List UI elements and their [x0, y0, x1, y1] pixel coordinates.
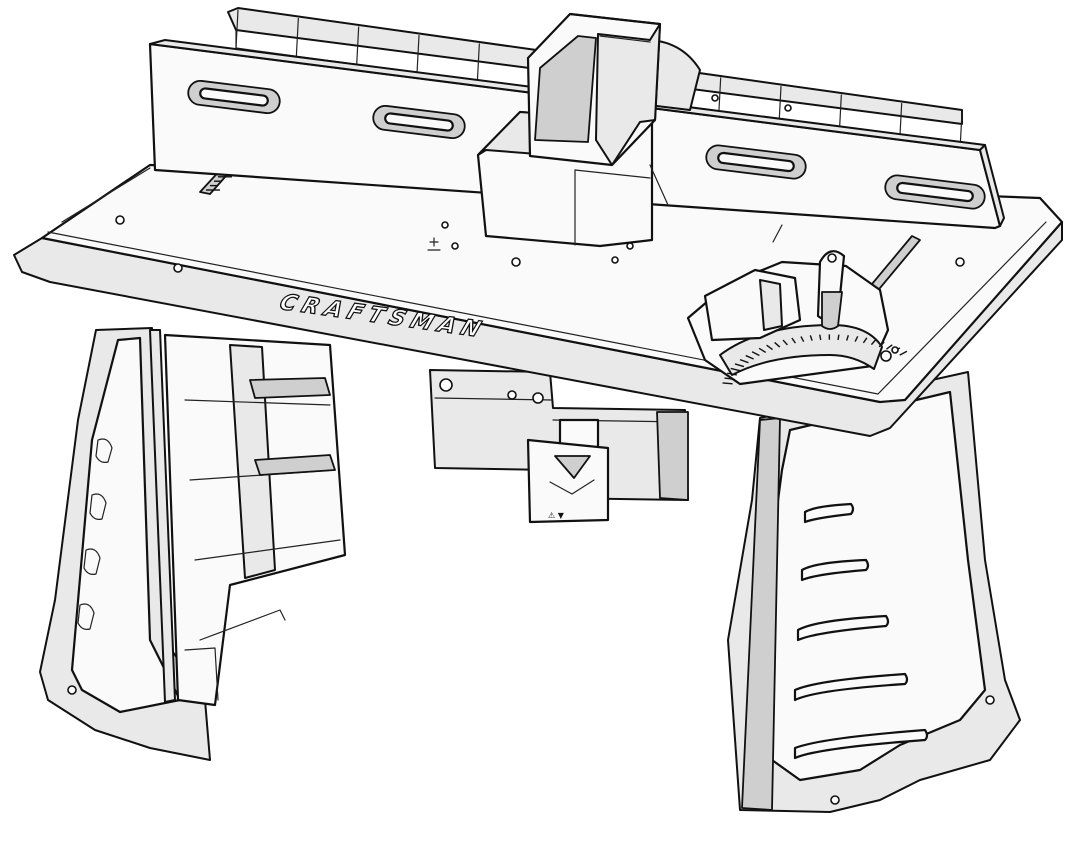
- protractor-tick: [862, 337, 868, 344]
- fence-rail-rib: [356, 26, 360, 66]
- fence-slot-4: [884, 174, 986, 210]
- protractor-tick: [745, 354, 754, 360]
- protractor-tick: [819, 334, 822, 341]
- fence-slot-2: [372, 104, 466, 140]
- protractor-tick: [854, 335, 859, 342]
- fence-slot-3: [705, 144, 807, 180]
- fence-rail-rib: [295, 17, 299, 58]
- left-shelf-frame: [163, 333, 347, 707]
- protractor-tick: [724, 377, 735, 381]
- protractor-tick: [734, 363, 745, 368]
- protractor-tick: [774, 341, 781, 348]
- fence-rail-rib: [718, 77, 722, 117]
- dust-collection-port: [476, 12, 701, 248]
- protractor-tick: [886, 344, 893, 350]
- protractor-tick: [751, 351, 760, 357]
- protractor-tick: [766, 344, 773, 351]
- protractor-tick: [727, 372, 737, 376]
- protractor-tick: [730, 367, 741, 372]
- power-switch-paddle: ⚠ ▼: [526, 418, 610, 524]
- protractor-tick: [809, 335, 813, 341]
- svg-text:⚠ ▼: ⚠ ▼: [548, 511, 565, 520]
- miter-gauge: [686, 250, 908, 386]
- left-leg: [39, 327, 211, 761]
- protractor-tick: [870, 339, 877, 346]
- protractor-tick: [758, 347, 767, 354]
- protractor-tick: [845, 335, 850, 341]
- protractor-tick: [791, 337, 797, 344]
- protractor-tick: [782, 339, 788, 346]
- protractor-tick: [800, 336, 805, 343]
- fence-rail-rib: [416, 34, 420, 75]
- protractor-tick: [899, 350, 908, 356]
- fence-slot-1: [187, 79, 281, 115]
- protractor-tick: [878, 341, 885, 348]
- protractor-tick: [837, 334, 840, 341]
- right-leg: [727, 371, 1021, 813]
- protractor-tick: [739, 358, 749, 364]
- protractor-tick: [722, 382, 733, 385]
- fence-rail-rib: [235, 9, 239, 49]
- fence-rail-rib: [476, 43, 480, 83]
